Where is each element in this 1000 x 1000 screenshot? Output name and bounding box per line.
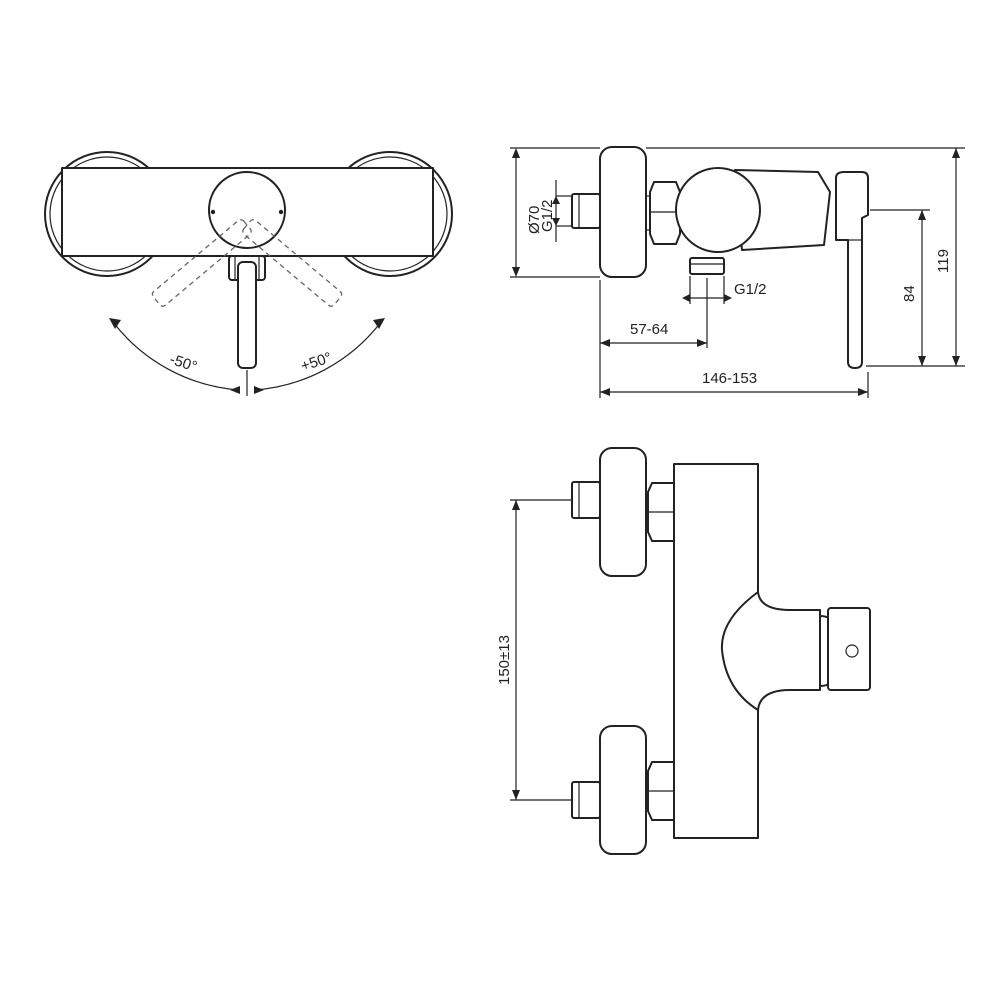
side-flange [599,146,647,278]
front-view: 150±13 [496,447,871,855]
rotation-arc [112,321,382,391]
inlet-spacing-label: 150±13 [496,635,513,685]
outlet-connector [689,257,725,275]
overall-depth-label: 146-153 [702,370,757,387]
knob-dot-left [210,209,216,215]
projection-label: 57-64 [630,321,668,338]
side-cartridge [675,167,761,253]
lever-handle [237,261,257,369]
top-inlet-assembly [571,447,679,577]
front-mixer-body [673,463,821,839]
side-hex-nut [649,181,681,245]
angle-right-label: +50° [299,349,334,375]
top-view: -50° +50° [44,151,453,396]
diameter-label: Ø70 [526,206,543,234]
inlet-connector [571,193,601,229]
lever-height-label: 84 [901,285,918,302]
side-view: Ø70 G1/2 G1/2 57-64 146-153 84 119 [510,146,965,398]
front-lever-curve [720,591,759,711]
total-height-label: 119 [935,249,952,273]
knob-dot-right [278,209,284,215]
side-lever-handle [835,171,869,369]
front-lever-knob [827,607,871,691]
outlet-thread-label: G1/2 [734,281,767,298]
bottom-inlet-assembly [571,725,679,855]
lever-position-right-dashed [242,219,343,307]
inlet-thread-label: G1/2 [539,199,556,232]
front-lever-screw [845,644,859,658]
